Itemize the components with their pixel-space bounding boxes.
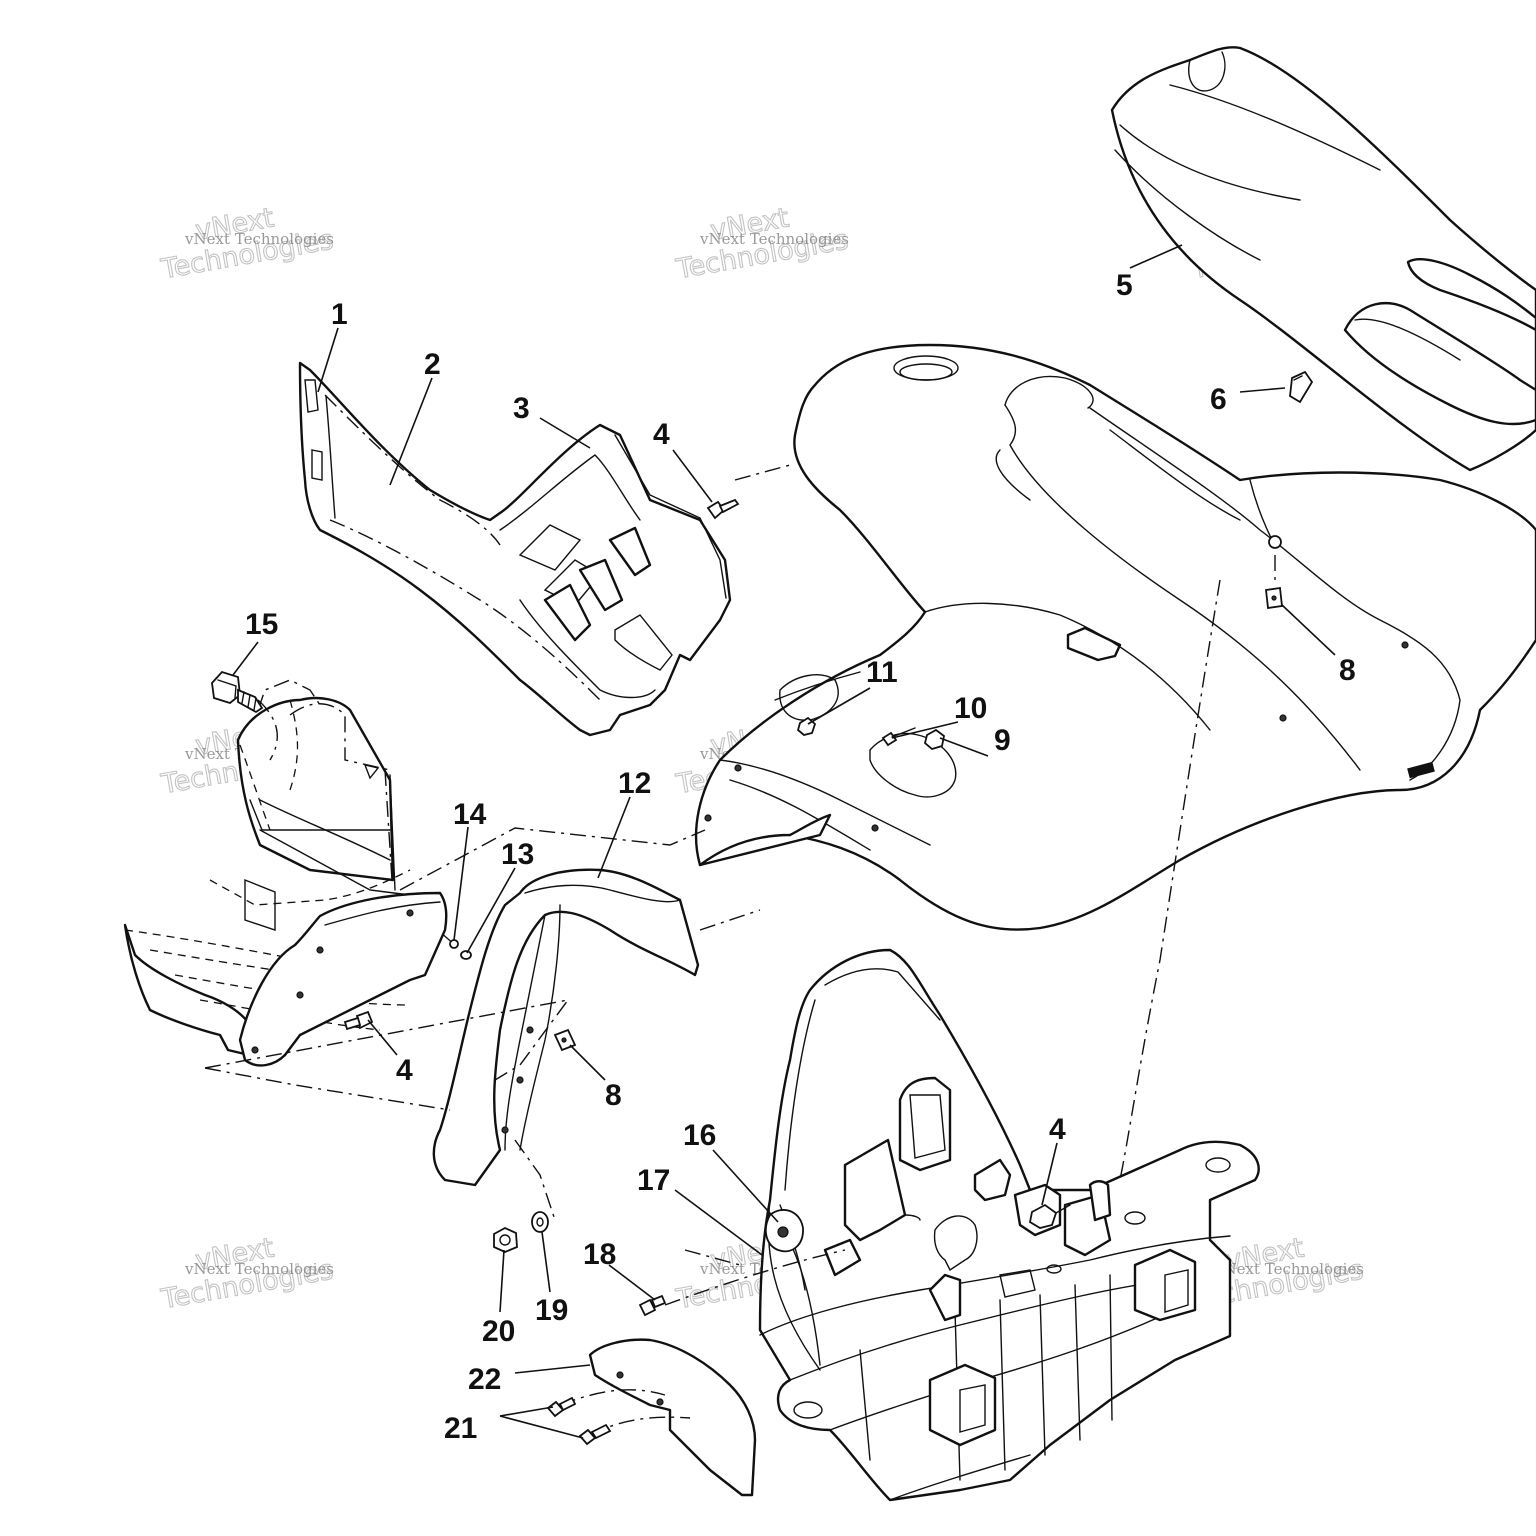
footwell-guard-plate <box>238 891 448 1067</box>
callout-21: 21 <box>444 1412 477 1445</box>
side-panel-part-3 <box>518 434 727 699</box>
screw-part-21-bottom-icon <box>578 1423 612 1446</box>
nut-part-20-icon <box>493 1226 518 1253</box>
fender-flare-part-12 <box>432 868 700 1187</box>
callout-18: 18 <box>583 1238 616 1271</box>
screw-part-10-icon <box>881 727 916 747</box>
clip-part-6 <box>1289 370 1314 404</box>
seat-part-5 <box>1110 46 1536 472</box>
screw-part-4-left-icon <box>343 1010 374 1031</box>
callout-22: 22 <box>468 1363 501 1396</box>
callout-1: 1 <box>331 298 348 331</box>
rear-fender-body <box>694 343 1536 931</box>
side-panel-part-1 <box>298 361 732 737</box>
callout-17: 17 <box>637 1164 670 1197</box>
callout-4: 4 <box>653 418 670 451</box>
callout-14: 14 <box>453 798 487 831</box>
leader-lines <box>232 244 1336 1439</box>
callout-19: 19 <box>535 1294 568 1327</box>
callout-8-lower: 8 <box>605 1079 622 1112</box>
callout-13: 13 <box>501 838 534 871</box>
callout-4-lower-right: 4 <box>1049 1113 1066 1146</box>
callout-5: 5 <box>1116 269 1133 302</box>
callout-15: 15 <box>245 608 278 641</box>
clip-nut-part-8-top-icon <box>1265 586 1283 610</box>
side-panel-part-2 <box>325 395 641 531</box>
callout-labels: 1 2 3 4 5 6 8 11 10 9 15 12 14 13 4 8 16… <box>245 269 1356 1445</box>
callout-20: 20 <box>482 1315 515 1348</box>
watermark-small-text: vNext Technologies <box>1214 1260 1364 1278</box>
callout-6: 6 <box>1210 383 1227 416</box>
screw-part-18-icon <box>638 1294 667 1317</box>
nut-part-14-icon <box>449 939 459 949</box>
assembly-lines <box>204 464 1276 1436</box>
callout-12: 12 <box>618 767 651 800</box>
callout-11: 11 <box>866 656 898 689</box>
screw-part-4-top-icon <box>706 498 740 520</box>
front-frame-assembly <box>758 948 1260 1502</box>
washer-part-13-icon <box>460 950 472 960</box>
watermark-small-text: vNext Technologies <box>184 230 334 248</box>
bolt-part-15-icon <box>211 670 264 714</box>
washer-part-19-icon <box>531 1211 549 1233</box>
callout-8: 8 <box>1339 654 1356 687</box>
callout-4-lower-left: 4 <box>396 1054 413 1087</box>
callout-9: 9 <box>994 724 1011 757</box>
left-footwell <box>123 696 411 1062</box>
nut-part-9-icon <box>923 728 945 751</box>
screw-part-21-top-icon <box>546 1396 577 1418</box>
watermark-small-text: vNext Technologies <box>699 230 849 248</box>
callout-16: 16 <box>683 1119 716 1152</box>
callout-10: 10 <box>954 692 987 725</box>
callout-2: 2 <box>424 348 441 381</box>
hardware <box>211 498 1283 1446</box>
callout-3: 3 <box>513 392 530 425</box>
watermark-small-text: vNext Technologies <box>184 1260 334 1278</box>
